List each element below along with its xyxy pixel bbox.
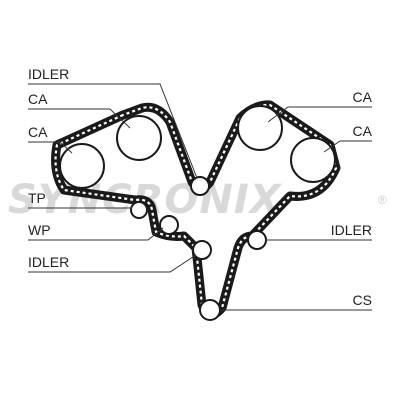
idler-pulley-right [247,230,267,250]
leader-ca-right-upper [267,106,372,123]
idler-pulley-left-lower [192,240,212,260]
label-idler-top: IDLER [28,66,69,82]
camshaft-pulley-right-upper [237,105,283,151]
label-wp: WP [28,222,51,238]
tensioner-pulley [130,201,148,219]
leader-wp [28,227,164,241]
idler-pulley-top [190,176,210,196]
camshaft-pulley-right-lower [290,137,336,183]
label-ca-right-upper: CA [353,89,373,105]
leader-idler-top [28,83,198,179]
label-ca-right-lower: CA [353,123,373,139]
leader-ca-right-lower [323,140,372,153]
leader-idler-left-lower [28,254,197,273]
watermark-registered-mark: ® [378,193,387,207]
label-idler-left-lower: IDLER [28,254,69,270]
label-ca-left-lower: CA [28,124,48,140]
label-tp: TP [28,190,46,206]
water-pump-pulley [159,215,179,235]
label-cs: CS [353,292,372,308]
camshaft-pulley-left-lower [59,143,105,189]
leader-ca-left-upper [28,108,131,129]
leader-ca-left-lower [28,141,73,154]
label-idler-right: IDLER [331,222,372,238]
camshaft-pulley-left-upper [116,115,162,161]
crankshaft-pulley [199,299,221,321]
label-ca-left-upper: CA [28,91,48,107]
